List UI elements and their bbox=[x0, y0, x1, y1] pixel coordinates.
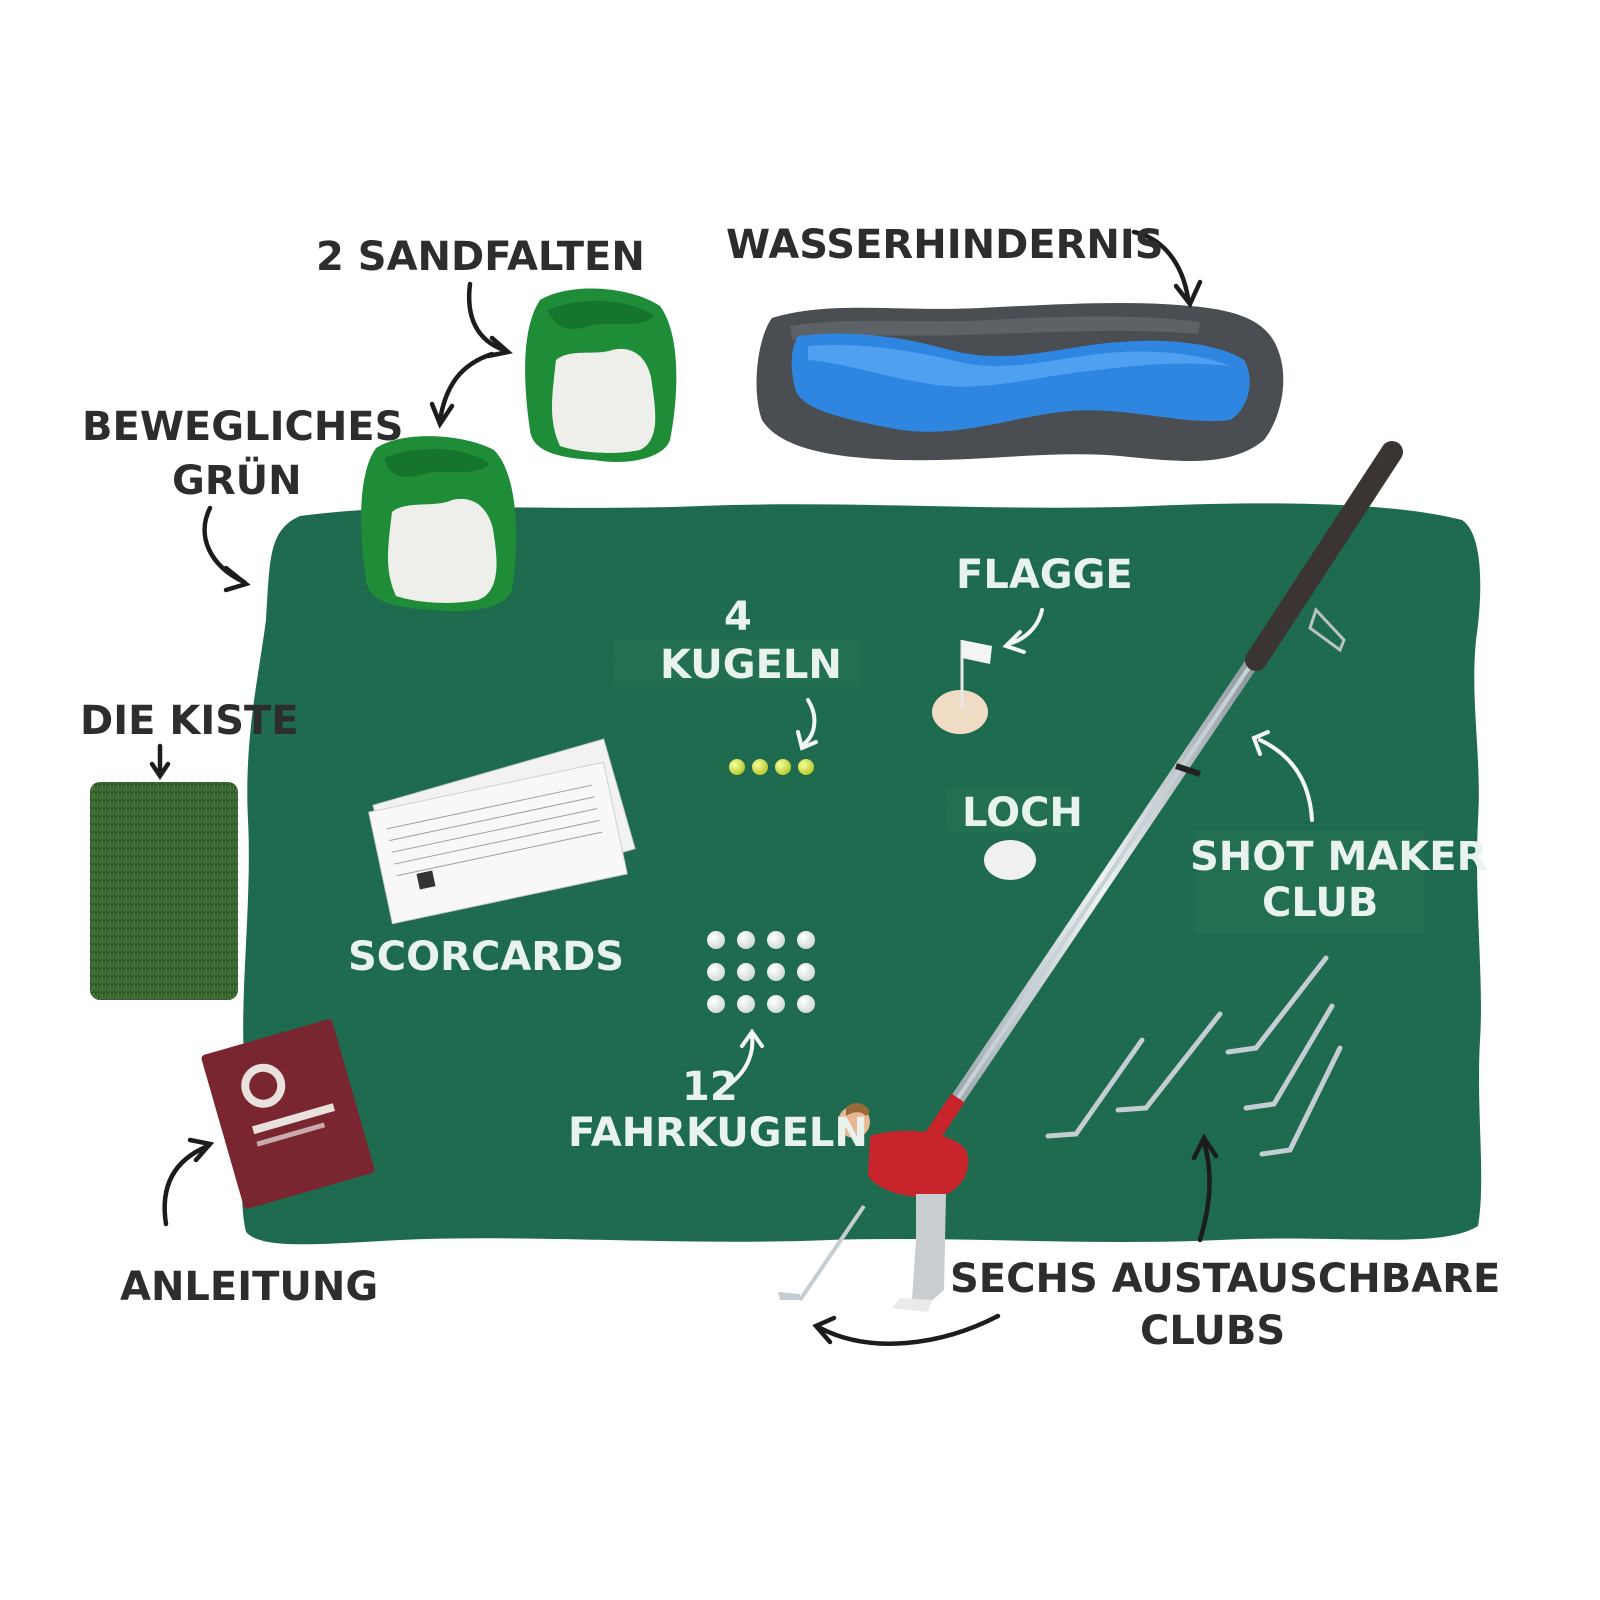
arrow-clubs bbox=[1197, 1139, 1212, 1243]
putting-mat bbox=[241, 503, 1482, 1245]
label-sand-traps: 2 SANDFALTEN bbox=[316, 234, 645, 280]
arrow-balls bbox=[802, 698, 817, 746]
golfer-figure bbox=[778, 1103, 969, 1312]
instruction-booklet bbox=[201, 1019, 375, 1209]
label-shot-maker-1: SHOT MAKER bbox=[1190, 834, 1487, 880]
water-hazard bbox=[756, 302, 1284, 462]
arrow-shot-maker bbox=[1258, 738, 1314, 822]
arrow-sand-traps-2-head bbox=[429, 401, 455, 429]
arrow-balls-head bbox=[796, 730, 818, 751]
arrow-driving-balls bbox=[728, 1034, 755, 1086]
shot-maker-club bbox=[923, 441, 1403, 1145]
label-scorecards: SCORCARDS bbox=[348, 934, 624, 980]
turf-box bbox=[90, 782, 238, 1000]
label-shot-maker-2: CLUB bbox=[1262, 880, 1378, 926]
arrow-movable-green-head bbox=[223, 565, 251, 593]
label-movable-green-1: BEWEGLICHES bbox=[82, 404, 403, 450]
sand-trap-1 bbox=[525, 288, 677, 462]
arrow-instructions bbox=[162, 1143, 211, 1227]
driving-balls bbox=[707, 931, 815, 1013]
arrow-sand-traps-2 bbox=[437, 351, 495, 423]
arrow-driving-balls-head bbox=[740, 1028, 764, 1048]
label-driving-balls: FAHRKUGELN bbox=[568, 1110, 868, 1156]
scorecards bbox=[368, 738, 636, 925]
hole-label-plate bbox=[946, 788, 1072, 832]
arrow-figure-head bbox=[812, 1315, 837, 1345]
label-clubs-2: CLUBS bbox=[1140, 1308, 1285, 1354]
sand-trap-2 bbox=[361, 436, 517, 612]
arrow-water bbox=[1131, 229, 1191, 301]
arrow-sand-traps-head bbox=[485, 335, 513, 359]
arrow-clubs-head bbox=[1191, 1133, 1219, 1161]
label-instructions: ANLEITUNG bbox=[120, 1264, 378, 1310]
label-flag: FLAGGE bbox=[956, 552, 1133, 598]
label-water-hazard: WASSERHINDERNIS bbox=[726, 222, 1164, 268]
flag bbox=[932, 640, 992, 734]
label-balls-count: 4 bbox=[724, 594, 752, 640]
balls-label-plate bbox=[614, 640, 860, 686]
label-clubs-1: SECHS AUSTAUSCHBARE bbox=[950, 1256, 1500, 1302]
label-balls: KUGELN bbox=[660, 642, 842, 688]
label-hole: LOCH bbox=[962, 790, 1083, 836]
arrow-shot-maker-head bbox=[1251, 730, 1270, 756]
arrow-sand-traps bbox=[466, 281, 507, 353]
label-movable-green-2: GRÜN bbox=[172, 456, 302, 504]
interchangeable-clubs bbox=[1045, 955, 1343, 1157]
arrow-movable-green bbox=[202, 505, 247, 585]
label-box: DIE KISTE bbox=[80, 698, 299, 744]
arrow-water-head bbox=[1173, 279, 1203, 309]
label-driving-balls-count: 12 bbox=[682, 1064, 738, 1110]
arrow-flag-head bbox=[1002, 630, 1026, 654]
arrow-instructions-head bbox=[187, 1137, 215, 1163]
hole bbox=[984, 840, 1036, 880]
shot-maker-label-plate bbox=[1196, 830, 1424, 934]
arrow-figure bbox=[817, 1313, 1001, 1346]
arrow-box-head bbox=[149, 761, 171, 781]
golf-balls bbox=[729, 759, 814, 775]
